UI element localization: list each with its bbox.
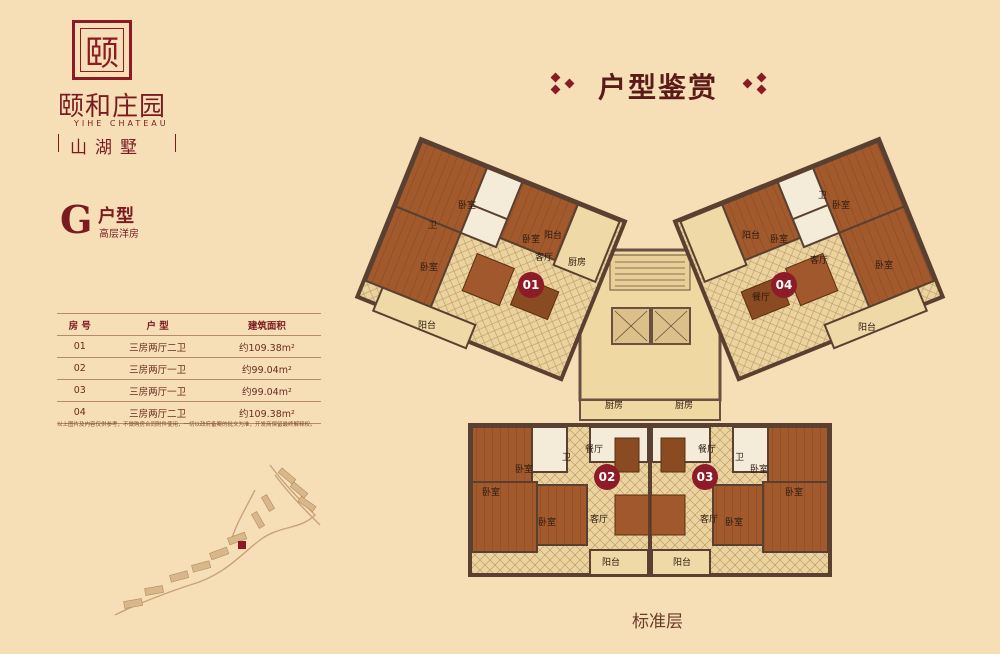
room-label: 卫 bbox=[735, 453, 744, 463]
table-cell: 04 bbox=[57, 401, 103, 424]
room-label: 卧室 bbox=[750, 463, 768, 475]
logo-seal-text: 颐 bbox=[85, 33, 119, 74]
table-header-row: 房 号 户 型 建筑面积 bbox=[57, 313, 321, 336]
room-label: 厨房 bbox=[568, 256, 586, 268]
table-cell: 约109.38m² bbox=[212, 335, 321, 358]
table-header: 户 型 bbox=[102, 313, 213, 336]
room-label: 阳台 bbox=[673, 556, 691, 568]
unit-title: 户型 bbox=[98, 206, 134, 227]
unit-02 bbox=[468, 423, 652, 577]
table-cell: 三房两厅二卫 bbox=[102, 401, 213, 424]
room-label: 阳台 bbox=[858, 321, 876, 333]
title-ornament-icon bbox=[550, 84, 561, 95]
unit-badge-04: 04 bbox=[771, 272, 797, 298]
room-label: 阳台 bbox=[544, 229, 562, 241]
room-label: 卧室 bbox=[515, 463, 533, 475]
logo-seal-icon: 颐 bbox=[72, 20, 132, 80]
brand-english: YIHE CHATEAU bbox=[74, 119, 169, 128]
floor-label: 标准层 bbox=[632, 612, 683, 632]
room-label: 客厅 bbox=[590, 513, 608, 525]
room-label: 阳台 bbox=[418, 319, 436, 331]
unit-badge-01: 01 bbox=[518, 272, 544, 298]
table-cell: 三房两厅一卫 bbox=[102, 379, 213, 402]
table-row: 01 三房两厅二卫 约109.38m² bbox=[57, 335, 321, 358]
tag-divider bbox=[175, 134, 176, 152]
room-label: 卧室 bbox=[522, 233, 540, 245]
table-cell: 约99.04m² bbox=[212, 379, 321, 402]
title-ornament-icon bbox=[742, 78, 753, 89]
table-cell: 02 bbox=[57, 357, 103, 380]
room-label: 客厅 bbox=[810, 254, 828, 266]
room-label: 卧室 bbox=[785, 486, 803, 498]
brand-name: 颐和庄园 bbox=[58, 92, 167, 122]
room-label: 卧室 bbox=[482, 486, 500, 498]
room-label: 阳台 bbox=[742, 229, 760, 241]
room-label: 餐厅 bbox=[752, 291, 770, 303]
page-title: 户型鉴赏 bbox=[598, 71, 719, 104]
unit-03 bbox=[648, 423, 832, 577]
table-cell: 约99.04m² bbox=[212, 357, 321, 380]
table-row: 04 三房两厅二卫 约109.38m² bbox=[57, 401, 321, 424]
room-label: 客厅 bbox=[700, 513, 718, 525]
room-label: 厨房 bbox=[605, 399, 623, 411]
unit-badge-03: 03 bbox=[692, 464, 718, 490]
disclaimer: 以上图片及内容仅供参考，不做购房合同附件使用，一切以政府备案的批文为准，开发商保… bbox=[57, 422, 316, 428]
room-label: 卧室 bbox=[832, 199, 850, 211]
tag-divider bbox=[58, 134, 59, 152]
unit-letter: G bbox=[60, 197, 93, 242]
room-label: 卫 bbox=[818, 191, 827, 201]
table-cell: 三房两厅二卫 bbox=[102, 335, 213, 358]
room-label: 餐厅 bbox=[585, 443, 603, 455]
floor-plan: 卧室 卧室 卧室 卫 厨房 客厅 阳台 阳台 卧室 卧室 卧室 卫 客厅 阳台 … bbox=[354, 136, 946, 577]
room-label: 厨房 bbox=[675, 399, 693, 411]
room-label: 卧室 bbox=[875, 259, 893, 271]
unit-badge-02: 02 bbox=[594, 464, 620, 490]
title-ornament-icon bbox=[564, 78, 575, 89]
site-plan-map bbox=[114, 464, 321, 616]
table-row: 02 三房两厅一卫 约99.04m² bbox=[57, 357, 321, 380]
room-label: 卧室 bbox=[538, 516, 556, 528]
unit-subtitle: 高层洋房 bbox=[99, 229, 139, 240]
table-header: 建筑面积 bbox=[212, 313, 321, 336]
room-label: 客厅 bbox=[535, 251, 553, 263]
unit-01 bbox=[354, 136, 628, 382]
brand-tagline: 山湖墅 bbox=[70, 138, 145, 158]
title-ornament-icon bbox=[756, 72, 767, 83]
room-label: 餐厅 bbox=[698, 443, 716, 455]
table-cell: 三房两厅一卫 bbox=[102, 357, 213, 380]
room-label: 卧室 bbox=[725, 516, 743, 528]
table-cell: 约109.38m² bbox=[212, 401, 321, 424]
room-label: 卧室 bbox=[420, 261, 438, 273]
table-cell: 01 bbox=[57, 335, 103, 358]
room-label: 阳台 bbox=[602, 556, 620, 568]
table-cell: 03 bbox=[57, 379, 103, 402]
room-label: 卧室 bbox=[770, 233, 788, 245]
title-ornament-icon bbox=[550, 72, 561, 83]
unit-04 bbox=[672, 136, 946, 382]
room-label: 卫 bbox=[428, 221, 437, 231]
room-label: 卧室 bbox=[458, 199, 476, 211]
unit-area-table: 房 号 户 型 建筑面积 01 三房两厅二卫 约109.38m² 02 三房两厅… bbox=[57, 313, 321, 424]
table-header: 房 号 bbox=[57, 313, 103, 336]
table-row: 03 三房两厅一卫 约99.04m² bbox=[57, 379, 321, 402]
room-label: 卫 bbox=[562, 453, 571, 463]
title-ornament-icon bbox=[756, 84, 767, 95]
